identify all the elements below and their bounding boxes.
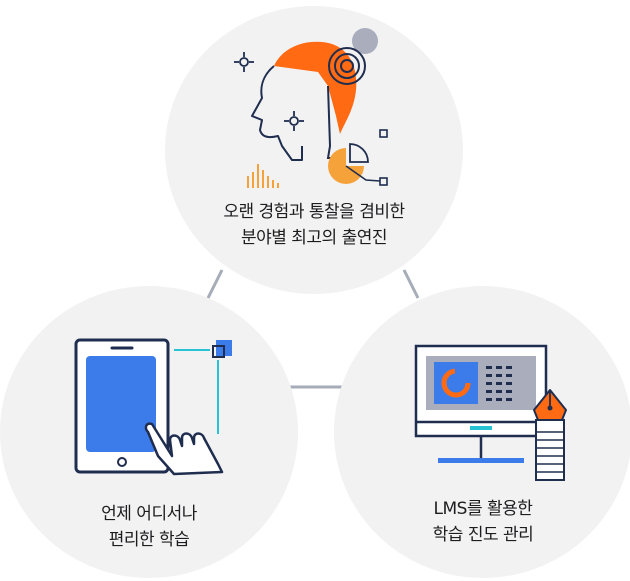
caption-lms-line2: 학습 진도 관리 xyxy=(432,525,534,545)
caption-anywhere-line1: 언제 어디서나 xyxy=(101,504,197,524)
caption-experts: 오랜 경험과 통찰을 겸비한 분야별 최고의 출연진 xyxy=(165,199,463,251)
caption-lms-line1: LMS를 활용한 xyxy=(433,499,533,519)
caption-experts-line2: 분야별 최고의 출연진 xyxy=(240,228,388,248)
caption-anywhere-line2: 편리한 학습 xyxy=(108,530,190,550)
lms-monitor-icon xyxy=(414,344,567,481)
caption-lms: LMS를 활용한 학습 진도 관리 xyxy=(334,496,630,548)
expert-head-icon xyxy=(234,28,388,188)
tablet-touch-icon xyxy=(74,338,232,476)
connector-top-right xyxy=(402,269,420,299)
connector-top-left xyxy=(206,269,224,299)
caption-anywhere: 언제 어디서나 편리한 학습 xyxy=(0,501,298,553)
caption-experts-line1: 오랜 경험과 통찰을 겸비한 xyxy=(223,202,405,222)
